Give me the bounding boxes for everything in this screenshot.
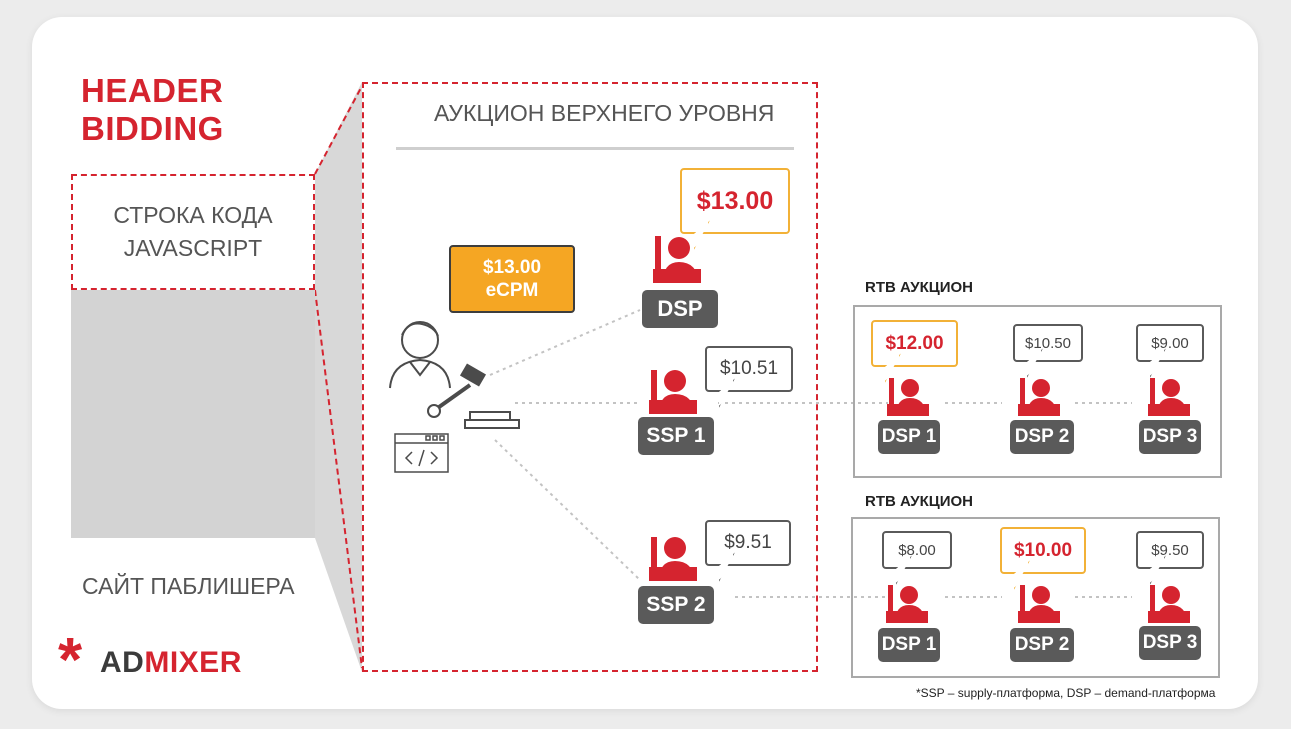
- rtb2-dsp1-bid-bubble: $8.00: [882, 531, 952, 569]
- top-dsp-bid-bubble: $13.00: [680, 168, 790, 234]
- header-bidding-title: HEADER BIDDING: [81, 72, 224, 148]
- rtb2-dsp1-bid: $8.00: [898, 541, 936, 559]
- bidder-icon-rtb1-dsp2: [1018, 378, 1060, 416]
- rtb2-box: [851, 517, 1220, 678]
- rtb1-dsp3-bid-bubble: $9.00: [1136, 324, 1204, 362]
- rtb2-dsp2-bid: $10.00: [1013, 539, 1073, 561]
- ecpm-label: eCPM: [485, 280, 539, 301]
- rtb1-box: [853, 305, 1222, 478]
- rtb1-label: RTB АУКЦИОН: [865, 279, 973, 296]
- top-dsp-bid: $13.00: [696, 186, 774, 215]
- zoom-line-top: [314, 85, 363, 175]
- bidder-icon-rtb2-dsp1: [886, 585, 928, 623]
- bidder-icon-rtb1-dsp3: [1148, 378, 1190, 416]
- connectors: [489, 309, 1132, 598]
- rtb2-dsp3-bid-bubble: $9.50: [1136, 531, 1204, 569]
- rtb2-dsp3-bid: $9.50: [1151, 541, 1189, 559]
- bidder-icon-rtb2-dsp2: [1018, 585, 1060, 623]
- auction-title: АУКЦИОН ВЕРХНЕГО УРОВНЯ: [434, 100, 775, 126]
- ssp2-bid: $9.51: [724, 532, 772, 553]
- ssp1-bid-bubble: $10.51: [705, 346, 793, 392]
- rtb1-dsp1-bid-bubble: $12.00: [871, 320, 958, 367]
- ssp1-bid: $10.51: [719, 358, 779, 379]
- rtb1-dsp1-pill: DSP 1: [878, 420, 940, 454]
- admixer-logo: ADMIXER: [100, 646, 242, 680]
- title-line-1: HEADER: [81, 72, 224, 109]
- rtb1-dsp3-bid: $9.00: [1151, 334, 1189, 352]
- bidder-icon-rtb1-dsp1: [887, 378, 929, 416]
- admixer-star-icon: *: [58, 626, 83, 695]
- ssp2-bid-bubble: $9.51: [705, 520, 791, 566]
- rtb1-dsp3-pill: DSP 3: [1139, 420, 1201, 454]
- rtb1-dsp2-bid-bubble: $10.50: [1013, 324, 1083, 362]
- bidder-icons: [649, 236, 1190, 623]
- ssp1-pill: SSP 1: [638, 417, 714, 455]
- publisher-site-label: САЙТ ПАБЛИШЕРА: [82, 573, 295, 599]
- zoom-line-bottom: [314, 289, 363, 669]
- publisher-person-icon: [389, 321, 451, 389]
- rtb1-dsp2-pill: DSP 2: [1010, 420, 1074, 454]
- ecpm-value: $13.00: [482, 257, 542, 278]
- top-level-auction-box: [362, 82, 818, 672]
- publisher-site-panel: [71, 290, 315, 538]
- bidder-icon-ssp1: [649, 370, 697, 414]
- rtb2-dsp3-pill: DSP 3: [1139, 626, 1201, 660]
- gavel-icon: [427, 363, 520, 429]
- ssp2-pill: SSP 2: [638, 586, 714, 624]
- top-dsp-pill: DSP: [642, 290, 718, 328]
- javascript-code-box: СТРОКА КОДА JAVASCRIPT: [71, 174, 315, 290]
- rtb1-dsp1-bid: $12.00: [885, 332, 944, 354]
- rtb2-label: RTB АУКЦИОН: [865, 493, 973, 510]
- logo-ad: AD: [100, 646, 145, 679]
- js-box-line-2: JAVASCRIPT: [123, 235, 263, 261]
- rtb2-dsp1-pill: DSP 1: [878, 628, 940, 662]
- bidder-icon-ssp2: [649, 537, 697, 581]
- rtb1-dsp2-bid: $10.50: [1025, 334, 1071, 352]
- js-box-line-1: СТРОКА КОДА: [113, 202, 273, 228]
- auction-title-rule: [396, 147, 794, 150]
- footnote: *SSP – supply-платформа, DSP – demand-пл…: [916, 686, 1216, 700]
- logo-mixer: MIXER: [144, 646, 242, 679]
- bidder-icon-top-dsp: [653, 236, 701, 283]
- title-line-2: BIDDING: [81, 110, 224, 147]
- rtb2-dsp2-bid-bubble: $10.00: [1000, 527, 1086, 574]
- code-window-icon: [394, 433, 449, 473]
- zoom-projection: [315, 82, 362, 672]
- ecpm-bubble: $13.00 eCPM: [449, 245, 575, 313]
- bidder-icon-rtb2-dsp3: [1148, 585, 1190, 623]
- rtb2-dsp2-pill: DSP 2: [1010, 628, 1074, 662]
